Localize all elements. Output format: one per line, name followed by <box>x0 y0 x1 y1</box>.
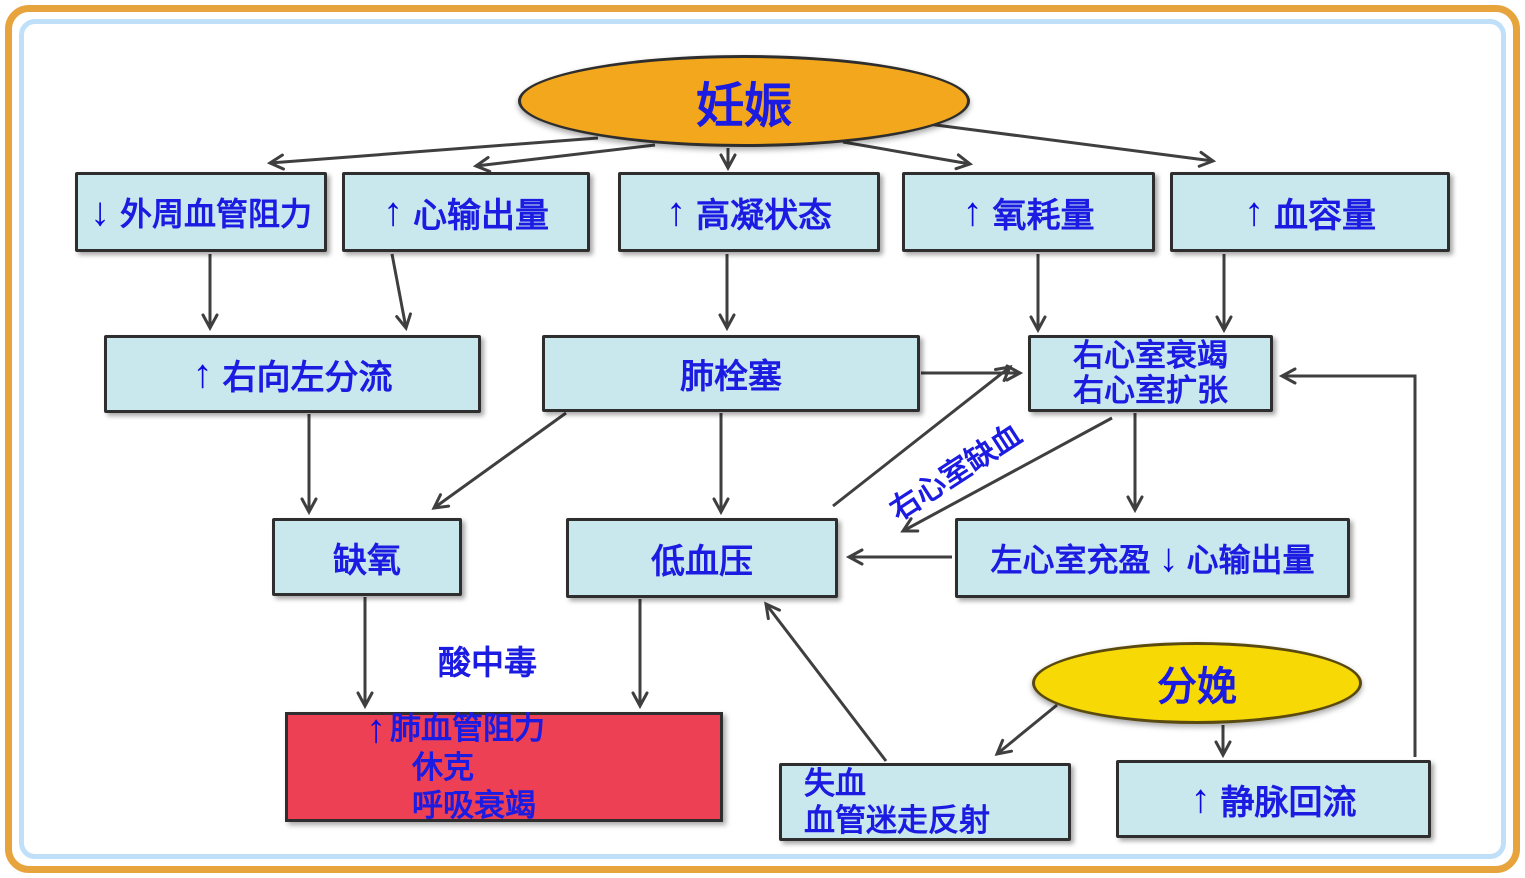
acidosis-label: 酸中毒 <box>438 644 537 681</box>
node-right-to-left-shunt-label: 右向左分流 <box>222 358 393 397</box>
node-delivery-label: 分娩 <box>1157 665 1237 709</box>
arrow-hypotension-to-rv-failure-ischemia <box>832 365 1013 508</box>
node-hypotension-label: 低血压 <box>651 542 753 581</box>
node-pulmonary-embolism: 肺栓塞 <box>542 335 920 412</box>
arrow-pregnancy-to-cardiac-output <box>472 143 656 173</box>
arrow-blood-loss-to-hypotension <box>764 601 888 762</box>
node-lv-filling-text2: 心输出量 <box>1186 542 1315 578</box>
arrow-rv-failure-to-hypotension-ischemia <box>900 416 1113 533</box>
node-pregnancy: 妊娠 <box>518 55 970 147</box>
node-right-to-left-shunt: ↑ 右向左分流 <box>104 335 481 413</box>
down-arrow-glyph: ↓ <box>1158 536 1179 580</box>
node-lv-filling: 左心室充盈 ↓ 心输出量 <box>955 518 1350 598</box>
node-delivery: 分娩 <box>1032 642 1362 724</box>
node-blood-loss-line2: 血管迷走反射 <box>804 803 990 838</box>
node-blood-volume: ↑ 血容量 <box>1170 172 1450 252</box>
node-hypercoagulable-label: 高凝状态 <box>696 196 832 235</box>
up-arrow-glyph: ↑ <box>1244 190 1264 234</box>
node-pulmonary-embolism-label: 肺栓塞 <box>680 358 782 396</box>
arrow-pulmonary-embolism-to-hypoxia <box>431 411 567 510</box>
node-oxygen-consumption-label: 氧耗量 <box>992 196 1095 235</box>
node-lv-filling-text1: 左心室充盈 <box>990 542 1151 578</box>
node-hypercoagulable: ↑ 高凝状态 <box>618 172 880 252</box>
gold-frame <box>5 5 1520 873</box>
node-blood-volume-label: 血容量 <box>1274 196 1376 235</box>
up-arrow-glyph: ↑ <box>383 190 403 234</box>
node-cardiac-output: ↑ 心输出量 <box>342 172 590 252</box>
node-oxygen-consumption: ↑ 氧耗量 <box>902 172 1155 252</box>
arrow-delivery-to-blood-loss <box>994 703 1058 757</box>
node-crisis-line3: 呼吸衰竭 <box>412 788 536 823</box>
node-rv-failure-line2: 右心室扩张 <box>1073 372 1228 408</box>
node-peripheral-resistance-label: 外周血管阻力 <box>119 196 312 232</box>
node-venous-return-label: 静脉回流 <box>1220 783 1357 822</box>
node-cardiac-output-label: 心输出量 <box>413 196 549 235</box>
node-peripheral-resistance: ↓ 外周血管阻力 <box>75 172 327 252</box>
arrow-pregnancy-to-oxygen-consumption <box>842 140 974 171</box>
up-arrow-glyph: ↑ <box>962 190 983 234</box>
up-arrow-glyph: ↑ <box>666 190 686 234</box>
up-arrow-glyph: ↑ <box>1190 777 1211 821</box>
up-arrow-glyph: ↑ <box>192 352 213 396</box>
node-hypotension: 低血压 <box>566 518 838 598</box>
arrow-pregnancy-to-peripheral-resistance <box>266 136 599 171</box>
node-venous-return: ↑ 静脉回流 <box>1116 760 1431 838</box>
node-hypoxia-label: 缺氧 <box>333 541 401 580</box>
node-pregnancy-label: 妊娠 <box>695 80 792 133</box>
node-blood-loss: 失血 血管迷走反射 <box>779 763 1071 841</box>
arrow-venous-return-to-rv-failure <box>1278 367 1417 757</box>
blue-frame <box>19 19 1506 859</box>
arrow-pregnancy-to-blood-volume <box>927 122 1217 168</box>
node-hypoxia: 缺氧 <box>272 518 462 596</box>
down-arrow-glyph: ↓ <box>89 190 110 234</box>
node-rv-failure: 右心室衰竭 右心室扩张 <box>1028 335 1273 412</box>
node-crisis: ↑ 肺血管阻力 休克 呼吸衰竭 <box>285 707 723 823</box>
node-crisis-line1: 肺血管阻力 <box>390 711 545 747</box>
node-crisis-line2: 休克 <box>412 750 474 786</box>
up-arrow-glyph: ↑ <box>366 707 386 752</box>
node-blood-loss-line1: 失血 <box>804 765 866 801</box>
node-rv-failure-line1: 右心室衰竭 <box>1073 337 1228 373</box>
arrow-cardiac-output-to-shunt <box>390 253 412 332</box>
